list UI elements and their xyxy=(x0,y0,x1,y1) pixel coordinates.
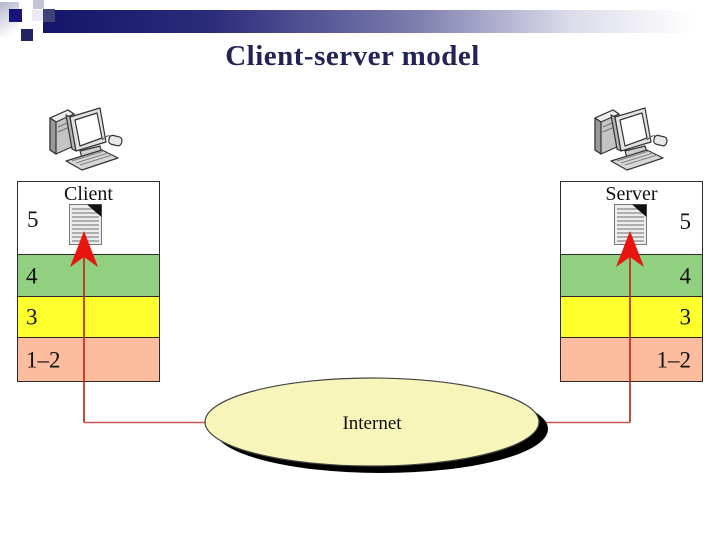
client-layer5-row: Client 5 xyxy=(18,182,159,254)
internet-label: Internet xyxy=(342,413,402,434)
server-layer4-row: 4 xyxy=(561,254,702,296)
layer-number: 4 xyxy=(26,263,38,288)
client-label: Client xyxy=(64,183,113,205)
layer-number: 3 xyxy=(26,304,38,330)
decorative-square xyxy=(9,9,22,22)
server-layer5-row: Server 5 xyxy=(561,182,702,254)
client-layer4-row: 4 xyxy=(18,254,159,296)
decorative-gradient-bar xyxy=(43,10,720,33)
client-layer3-row: 3 xyxy=(18,296,159,337)
decorative-square xyxy=(43,9,55,22)
server-computer-icon xyxy=(594,107,668,171)
layer-number: 5 xyxy=(679,209,692,234)
layer-number: 5 xyxy=(27,207,39,232)
client-computer-icon xyxy=(49,107,123,171)
internet-ellipse xyxy=(204,377,540,467)
decorative-square xyxy=(21,29,33,41)
layer-number: 1–2 xyxy=(656,347,692,372)
document-icon xyxy=(614,204,647,245)
decorative-square xyxy=(33,0,44,9)
server-label: Server xyxy=(605,183,658,205)
layer-number: 4 xyxy=(679,263,692,288)
server-stack: Server 5 4 3 1–2 xyxy=(560,181,703,382)
client-layer12-row: 1–2 xyxy=(18,337,159,381)
document-icon xyxy=(69,204,102,245)
client-stack: Client 5 4 3 1–2 xyxy=(17,181,160,382)
internet-shadow xyxy=(214,385,548,473)
layer-number: 3 xyxy=(679,304,692,330)
server-layer12-row: 1–2 xyxy=(561,337,702,381)
decorative-square xyxy=(32,10,43,21)
server-layer3-row: 3 xyxy=(561,296,702,337)
layer-number: 1–2 xyxy=(26,347,61,372)
page-title: Client-server model xyxy=(225,40,480,72)
